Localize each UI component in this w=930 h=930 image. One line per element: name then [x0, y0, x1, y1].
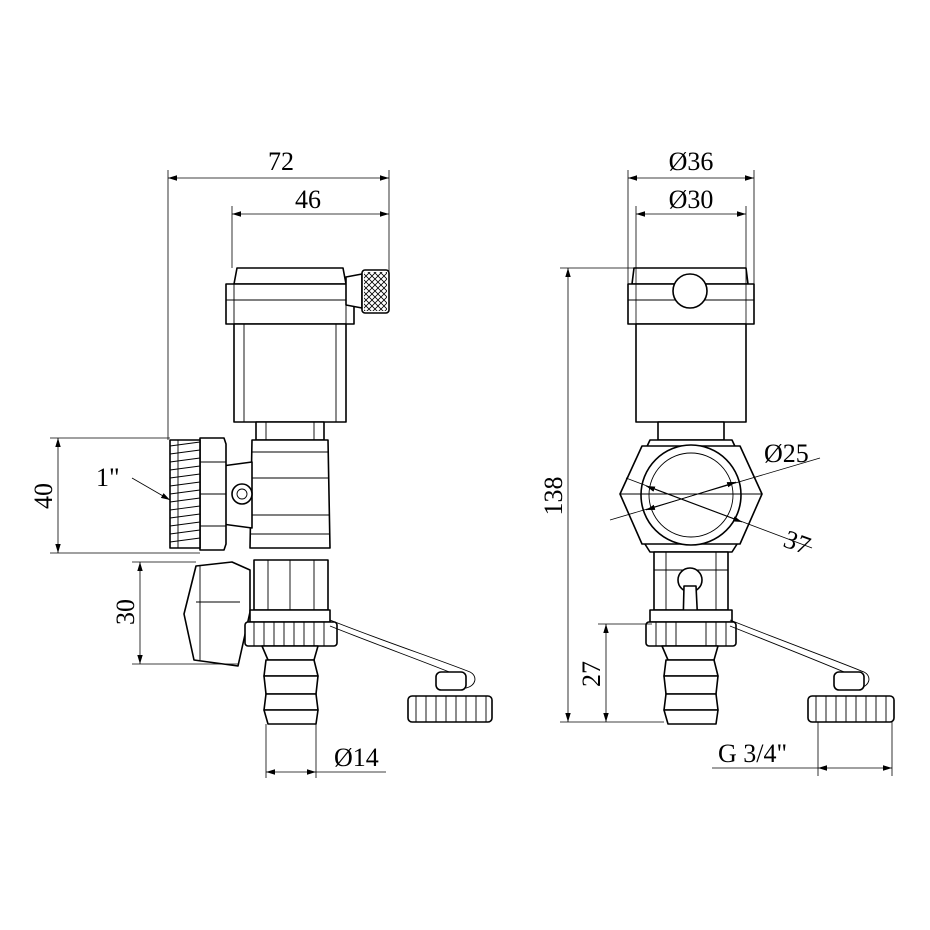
dim-label-37: 37 — [780, 524, 814, 560]
dim-36: Ø36 — [627, 147, 755, 284]
dim-1in: 1" — [96, 463, 171, 501]
dim-label-g34: G 3/4" — [718, 739, 787, 768]
dim-label-14: Ø14 — [334, 743, 379, 772]
dim-label-1in: 1" — [96, 463, 120, 492]
vent-cap-front — [627, 267, 755, 325]
dim-138: 138 — [539, 267, 664, 723]
dim-27: 27 — [577, 623, 652, 722]
dim-label-138: 138 — [539, 477, 568, 516]
drain-body — [244, 559, 338, 725]
dim-label-46: 46 — [295, 185, 321, 214]
dim-label-27: 27 — [577, 661, 606, 687]
dim-g34: G 3/4" — [712, 722, 893, 776]
vent-cap — [225, 267, 390, 325]
dim-label-36: Ø36 — [669, 147, 714, 176]
dim-label-72: 72 — [268, 147, 294, 176]
dim-label-30: 30 — [111, 599, 140, 625]
side-view: 72 46 40 1" 30 Ø14 — [29, 147, 493, 778]
drain-body-front — [645, 551, 737, 725]
dim-40: 40 — [29, 437, 200, 554]
drain-cap — [329, 619, 493, 723]
dim-30-dia: Ø30 — [635, 185, 747, 324]
dim-label-25: Ø25 — [764, 439, 809, 468]
dim-25: Ø25 — [609, 439, 821, 521]
drain-cap-front — [729, 619, 895, 723]
vent-body — [233, 323, 347, 441]
thread-fitting — [169, 437, 227, 551]
dim-14: Ø14 — [265, 724, 386, 778]
dim-label-40: 40 — [29, 483, 58, 509]
dim-30: 30 — [111, 561, 238, 665]
dim-label-30-dia: Ø30 — [669, 185, 714, 214]
drain-handle — [183, 561, 251, 667]
dim-72: 72 — [167, 147, 390, 440]
vent-body-front — [635, 323, 747, 441]
front-view: Ø36 Ø30 138 Ø25 37 27 — [539, 147, 895, 776]
valve-body — [221, 439, 331, 549]
dim-46: 46 — [231, 185, 389, 268]
